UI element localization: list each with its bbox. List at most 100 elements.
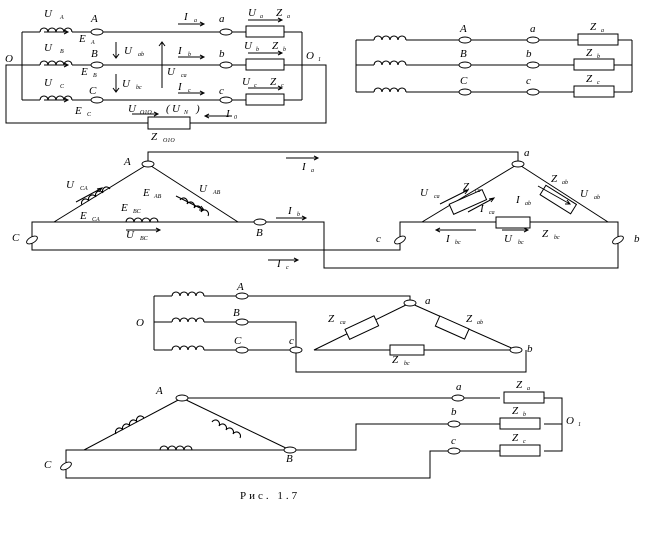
label-fig1-phases-0-impedance_sub: a [287, 14, 290, 20]
label-fig1-line_voltages-0-sub: ab [138, 52, 144, 58]
fig1-node-b: b [219, 48, 225, 60]
label-fig1-phases-1-impedance_sub: b [283, 47, 286, 53]
label-fig1-line_voltages-1-label: U [122, 78, 131, 90]
fig3-node-a: a [524, 147, 530, 159]
label-fig1-phases-2-impedance_sub: c [281, 83, 284, 89]
fig1-node-A: A [90, 13, 98, 25]
label-fig3-impedances-1-sub: bc [554, 235, 560, 241]
fig1-load-neutral: O [306, 50, 314, 62]
fig1-node-B: B [91, 48, 98, 60]
label-fig3-source_voltages-1-label: U [126, 229, 135, 241]
label-fig1-phases-0-load_voltage_label: U [248, 7, 257, 19]
svg-text:): ) [195, 103, 200, 115]
fig2-circuit: A B C a b c Z a Z b Z c [355, 21, 633, 98]
label-fig4-impedances-1-sub: bc [404, 361, 410, 367]
label-fig3-source_voltages-0-sub: AB [212, 190, 221, 196]
label-fig1-phases-1-emf_sub: B [93, 73, 97, 79]
label-fig4-load_nodes-0: a [425, 295, 431, 307]
fig3-node-B: B [256, 227, 263, 239]
label-fig3-source_voltages-0-label: U [199, 183, 208, 195]
label-fig4-impedances-2-label: Z [328, 313, 335, 325]
fig4-circuit: A B C O a b c Z ab Z bc Z ca [136, 281, 533, 373]
label-fig1-neutral_voltage-label: U [128, 103, 137, 115]
label-fig3-emfs-2-sub: CA [92, 217, 100, 223]
label-fig1-neutral_voltage-sub: O1O [140, 110, 152, 116]
label-fig3-phase_currents-1-label: I [445, 233, 451, 245]
label-fig1-line_voltages-0-label: U [124, 45, 133, 57]
label-fig1-phases-2-voltage_sub: C [60, 84, 65, 90]
label-fig2-impedances-0-sub: a [601, 28, 604, 34]
label-fig1-phases-0-current_sub: a [194, 18, 197, 24]
label-fig3-line_currents-2-label: I [276, 258, 282, 270]
label-fig3-phase_currents-0-label: I [515, 194, 521, 206]
label-fig5-load_nodes-2: c [451, 435, 456, 447]
label-fig5-source_nodes-1: B [286, 453, 293, 465]
label-fig1-phases-1-load_voltage_label: U [244, 40, 253, 52]
label-fig3-load_voltages-1-label: U [504, 233, 513, 245]
label-fig1-phases-2-emf_sub: C [87, 112, 92, 118]
label-fig1-phases-0-impedance_label: Z [276, 7, 283, 19]
fig1-impedance-a [245, 25, 285, 38]
label-fig1-phases-0-load_voltage_sub: a [260, 14, 263, 20]
label-fig3-phase_currents-0-sub: ab [525, 201, 531, 207]
label-fig4-source_nodes-1: B [233, 307, 240, 319]
label-fig2-load_nodes-2: c [526, 75, 531, 87]
fig4-source-neutral: O [136, 317, 144, 329]
label-fig3-line_currents-1-sub: b [297, 212, 300, 218]
label-fig5-impedances-2-sub: c [523, 439, 526, 445]
label-fig3-emfs-2-label: E [79, 210, 87, 222]
fig1-star-star-circuit: U A U B U C E A E B E C A B C U ab U bc … [5, 7, 327, 144]
label-fig1-line_voltages-2-label: U [167, 66, 176, 78]
label-fig3-impedances-2-label: Z [463, 181, 470, 193]
label-fig3-phase_currents-2-label: I [479, 203, 485, 215]
label-fig3-impedances-0-sub: ab [562, 180, 568, 186]
label-fig3-emfs-0-label: E [142, 187, 150, 199]
label-fig1-phases-0-emf_sub: A [90, 40, 95, 46]
label-fig1-load_neutral_sub: 1 [318, 57, 321, 63]
label-fig1-phases-2-load_voltage_sub: c [254, 83, 257, 89]
label-fig1-phases-1-impedance_label: Z [272, 40, 279, 52]
fig1-node-C: C [89, 85, 97, 97]
label-fig2-impedances-1-label: Z [586, 47, 593, 59]
label-fig1-phases-2-voltage_label: U [44, 77, 53, 89]
label-fig3-load_voltages-2-sub: ca [434, 194, 440, 200]
label-fig5-impedances-2-label: Z [512, 432, 519, 444]
fig1-source-neutral: O [5, 53, 13, 65]
label-fig4-impedances-1-label: Z [392, 354, 399, 366]
label-fig3-impedances-0-label: Z [551, 173, 558, 185]
label-fig1-phases-0-current_label: I [183, 11, 189, 23]
label-fig5-load_neutral_sub: 1 [578, 422, 581, 428]
label-fig3-line_currents-2-sub: c [286, 265, 289, 271]
label-fig1-neutral_current-label: I [225, 108, 231, 120]
label-fig1-neutral_voltage-alt_label: U [172, 103, 181, 115]
label-fig3-phase_currents-2-sub: ca [489, 210, 495, 216]
label-fig2-impedances-1-sub: b [597, 54, 600, 60]
label-fig2-impedances-2-sub: c [597, 80, 600, 86]
fig3-node-b: b [634, 233, 640, 245]
label-fig1-phases-2-current_sub: c [188, 88, 191, 94]
label-fig1-phases-0-voltage_sub: A [59, 15, 64, 21]
label-fig1-phases-1-voltage_sub: B [60, 49, 64, 55]
label-fig1-neutral_impedance-label: Z [151, 131, 158, 143]
label-fig3-impedances-1-label: Z [542, 228, 549, 240]
label-fig3-line_currents-0-sub: a [311, 168, 314, 174]
label-fig4-impedances-0-sub: ab [477, 320, 483, 326]
label-fig3-source_voltages-1-sub: BC [140, 236, 149, 242]
label-fig1-phases-1-load_voltage_sub: b [256, 47, 259, 53]
label-fig2-source_nodes-0: A [459, 23, 467, 35]
label-fig1-phases-1-voltage_label: U [44, 42, 53, 54]
label-fig3-impedances-2-sub: ca [475, 188, 481, 194]
label-fig4-impedances-0-label: Z [466, 313, 473, 325]
label-fig1-phases-2-current_label: I [177, 81, 183, 93]
label-fig4-source_nodes-0: A [236, 281, 244, 293]
fig3-delta-circuit: A B C a b c E AB E BC E CA U AB U BC U C… [12, 147, 640, 271]
label-fig2-load_nodes-1: b [526, 48, 532, 60]
label-fig3-phase_currents-1-sub: bc [455, 240, 461, 246]
label-fig1-neutral_impedance-sub: O1O [163, 138, 175, 144]
label-fig5-impedances-0-sub: a [527, 386, 530, 392]
label-fig2-source_nodes-2: C [460, 75, 468, 87]
label-fig5-source_nodes-0: A [155, 385, 163, 397]
label-fig5-load_nodes-1: b [451, 406, 457, 418]
fig1-impedance-c [245, 93, 285, 106]
label-fig2-source_nodes-1: B [460, 48, 467, 60]
